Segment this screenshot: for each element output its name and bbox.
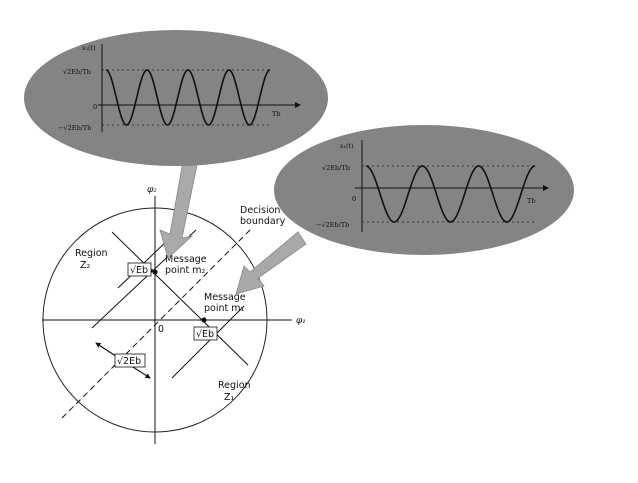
s2-zero-label: 0 bbox=[93, 103, 97, 111]
s2-time-label: Tb bbox=[272, 110, 281, 118]
decision-boundary-line bbox=[61, 227, 253, 419]
s1-amp-neg-label: −√2Eb/Tb bbox=[316, 221, 349, 229]
callout-arrow-s1 bbox=[235, 231, 307, 295]
sqrt-eb-label-m2: √Eb bbox=[130, 265, 148, 276]
origin-label: 0 bbox=[158, 324, 164, 335]
sqrt-eb-box-m1 bbox=[193, 326, 218, 341]
s2-amp-neg-label: −√2Eb/Tb bbox=[58, 124, 91, 132]
s1-zero-label: 0 bbox=[352, 195, 356, 203]
message-point-m1-dot bbox=[201, 317, 207, 323]
s2-sinusoid bbox=[105, 69, 271, 126]
s1-ylabel: s₁(t) bbox=[340, 142, 354, 150]
waveform-s2-callout: s₂(t) √2Eb/Tb 0 −√2Eb/Tb Tb bbox=[24, 30, 328, 166]
s2-amp-pos-label: √2Eb/Tb bbox=[63, 68, 91, 76]
m1-projection-line bbox=[171, 305, 245, 379]
s1-amp-pos-label: √2Eb/Tb bbox=[322, 164, 350, 172]
sqrt-2eb-box bbox=[114, 353, 146, 368]
waveform-s2-bubble bbox=[24, 30, 328, 166]
message-point-connector bbox=[111, 231, 249, 366]
phi1-axis-label: φ₁ bbox=[296, 316, 306, 326]
s2-ylabel: s₂(t) bbox=[82, 44, 96, 52]
callout-arrows bbox=[159, 155, 307, 295]
waveform-s1-callout: s₁(t) √2Eb/Tb 0 −√2Eb/Tb Tb bbox=[274, 125, 574, 255]
sqrt-eb-label-m1: √Eb bbox=[196, 329, 214, 340]
s1-sinusoid bbox=[365, 165, 536, 223]
waveform-s1-bubble bbox=[274, 125, 574, 255]
message-point-m2-dot bbox=[152, 269, 158, 275]
phi2-axis-label: φ₂ bbox=[147, 185, 157, 195]
m2-projection-line bbox=[117, 235, 173, 289]
s1-time-label: Tb bbox=[527, 197, 536, 205]
sqrt-2eb-label: √2Eb bbox=[117, 356, 141, 367]
callout-arrow-s2 bbox=[159, 155, 199, 259]
sqrt-eb-box-m2 bbox=[127, 262, 152, 277]
